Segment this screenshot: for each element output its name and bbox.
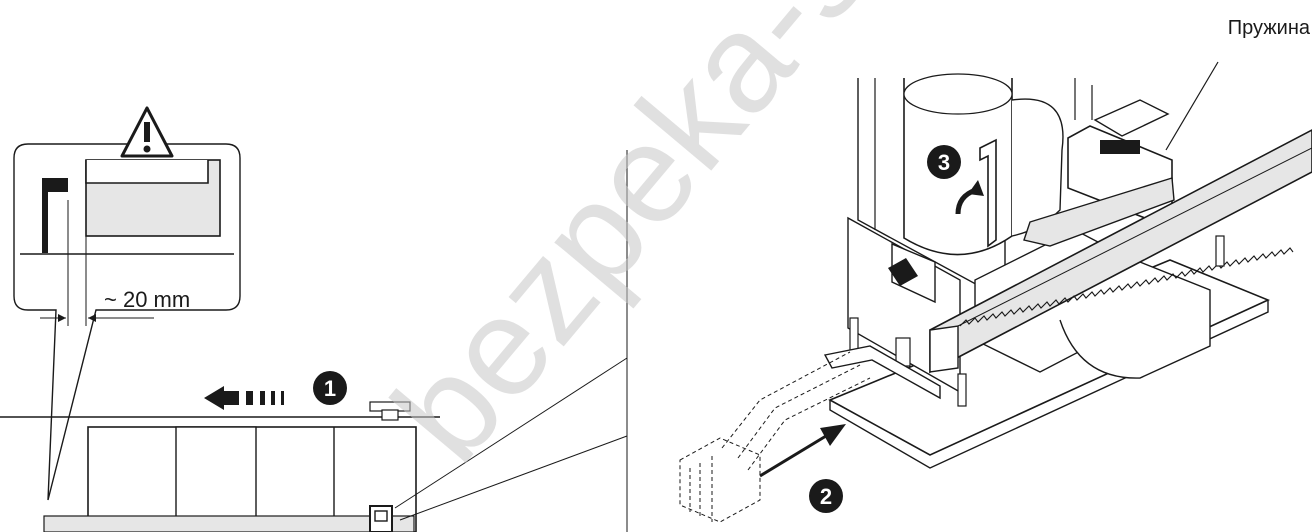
motor-unit-small bbox=[369, 505, 393, 532]
rotate-arrow-icon bbox=[955, 180, 984, 215]
step-3-number: 3 bbox=[938, 150, 950, 175]
gate-motor-assembly bbox=[823, 73, 1312, 469]
spring-label: Пружина bbox=[1228, 17, 1311, 39]
warning-callout: ~ 20 mm bbox=[13, 106, 241, 501]
gate-stop-detail bbox=[20, 159, 234, 326]
move-left-arrow-icon bbox=[204, 386, 284, 410]
allen-key-icon bbox=[979, 138, 997, 248]
step-2-badge: 2 bbox=[809, 479, 843, 513]
spring-callout: Пружина bbox=[1165, 17, 1311, 151]
step-1-number: 1 bbox=[324, 376, 336, 401]
warning-triangle-icon bbox=[120, 106, 174, 158]
insert-arrow-icon bbox=[759, 424, 846, 478]
zoom-lines bbox=[394, 150, 628, 532]
step-3-badge: 3 bbox=[927, 145, 961, 179]
step-1-badge: 1 bbox=[313, 371, 347, 405]
gap-measurement-label: ~ 20 mm bbox=[104, 287, 190, 312]
step-2-number: 2 bbox=[820, 484, 832, 509]
sliding-gate bbox=[0, 401, 440, 532]
dashed-bracket-outline bbox=[679, 351, 871, 523]
